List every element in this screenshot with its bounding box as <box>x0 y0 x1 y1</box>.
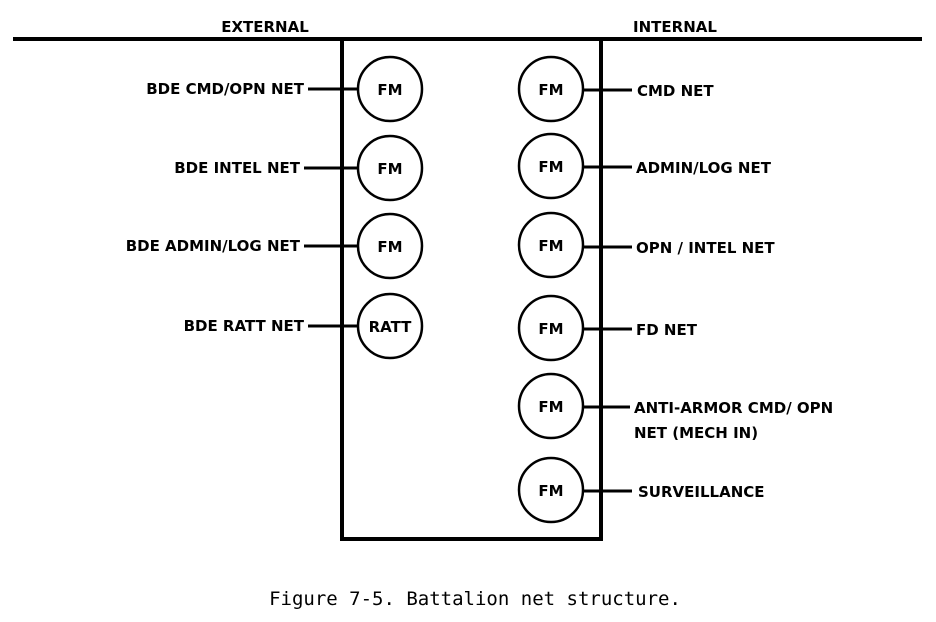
radio-type-label: FM <box>377 238 402 256</box>
net-label: BDE ADMIN/LOG NET <box>126 237 301 255</box>
radio-type-label: FM <box>538 398 563 416</box>
net-label: BDE RATT NET <box>184 317 305 335</box>
radio-type-label: FM <box>538 81 563 99</box>
external-net-bde-admin-log: FM BDE ADMIN/LOG NET <box>126 212 424 280</box>
internal-net-surveillance: FM SURVEILLANCE <box>517 456 765 524</box>
net-label: FD NET <box>636 321 698 339</box>
net-label: BDE INTEL NET <box>174 159 301 177</box>
radio-type-label: FM <box>538 482 563 500</box>
fm-radio-node <box>356 212 424 280</box>
external-header: EXTERNAL <box>221 18 309 36</box>
internal-net-anti-armor: FM ANTI-ARMOR CMD/ OPN NET (MECH IN) <box>517 372 833 442</box>
radio-type-label: FM <box>538 158 563 176</box>
external-net-bde-ratt: RATT BDE RATT NET <box>184 292 424 360</box>
radio-type-label: RATT <box>369 318 413 336</box>
battalion-box <box>340 39 603 541</box>
fm-radio-node <box>517 211 585 279</box>
net-label: BDE CMD/OPN NET <box>146 80 305 98</box>
radio-type-label: FM <box>538 237 563 255</box>
net-label: CMD NET <box>637 82 714 100</box>
fm-radio-node <box>356 55 424 123</box>
net-label: SURVEILLANCE <box>638 483 765 501</box>
internal-net-cmd: FM CMD NET <box>517 55 714 123</box>
ratt-radio-node <box>356 292 424 360</box>
fm-radio-node <box>356 134 424 202</box>
net-label: ADMIN/LOG NET <box>636 159 772 177</box>
internal-net-opn-intel: FM OPN / INTEL NET <box>517 211 775 279</box>
internal-header: INTERNAL <box>633 18 717 36</box>
figure-caption: Figure 7-5. Battalion net structure. <box>269 588 681 610</box>
radio-type-label: FM <box>538 320 563 338</box>
net-label-line2: NET (MECH IN) <box>634 424 758 442</box>
external-net-bde-intel: FM BDE INTEL NET <box>174 134 424 202</box>
radio-type-label: FM <box>377 160 402 178</box>
radio-type-label: FM <box>377 81 402 99</box>
net-label: ANTI-ARMOR CMD/ OPN <box>634 399 833 417</box>
internal-net-admin-log: FM ADMIN/LOG NET <box>517 132 772 200</box>
internal-net-fd: FM FD NET <box>517 294 698 362</box>
external-net-bde-cmd-opn: FM BDE CMD/OPN NET <box>146 55 424 123</box>
net-label: OPN / INTEL NET <box>636 239 775 257</box>
